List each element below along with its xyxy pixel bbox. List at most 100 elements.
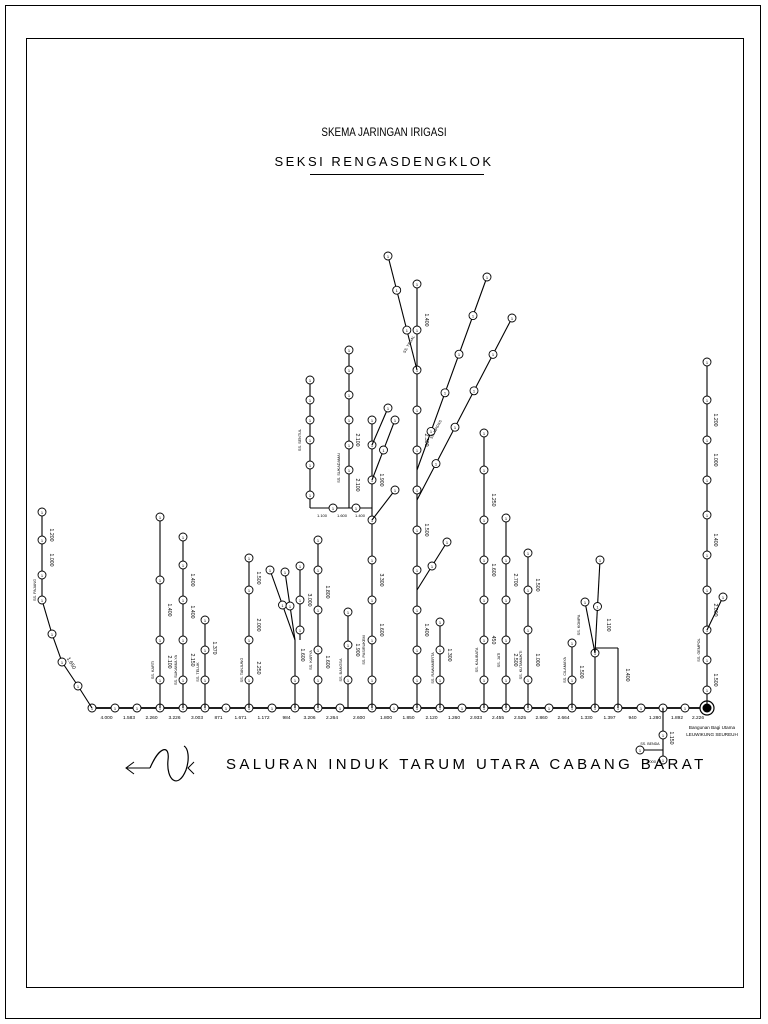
segment-length: 2.455 [492, 715, 504, 721]
branch-node [468, 311, 478, 321]
branch-node [567, 675, 577, 685]
branch-name: SS. SUKADAMAI [337, 453, 341, 483]
node-number: 1 [348, 468, 351, 473]
branch-node [412, 645, 422, 655]
node-number: 1 [204, 648, 207, 653]
node-number: 1 [394, 488, 397, 493]
branch-end-node [567, 638, 577, 648]
node-number: 1 [706, 688, 709, 693]
node-number: 1 [483, 678, 486, 683]
node-number: 1 [684, 706, 687, 711]
node-number: 1 [483, 518, 486, 523]
node-number: 1 [309, 398, 312, 403]
branch-node [426, 426, 436, 436]
branch-node [392, 285, 402, 295]
branch-node [402, 325, 412, 335]
node-number: 1 [596, 604, 599, 609]
node-number: 1 [339, 706, 342, 711]
branch-node [367, 635, 377, 645]
node-number: 1 [394, 418, 397, 423]
branch-node [344, 345, 354, 355]
node-number: 1 [454, 425, 457, 430]
node-number: 1 [317, 568, 320, 573]
segment-length: 2.226 [692, 715, 704, 721]
node-number: 1 [662, 733, 665, 738]
node-number: 1 [431, 564, 434, 569]
branch-end-node [313, 535, 323, 545]
branch-length: 450 [490, 636, 496, 645]
branch-node [290, 675, 300, 685]
branch-length: 2.500 [512, 654, 518, 667]
node-number: 1 [371, 443, 374, 448]
branch-length: 1.600 [378, 624, 384, 637]
node-number: 1 [182, 563, 185, 568]
node-number: 1 [706, 478, 709, 483]
node-number: 1 [483, 431, 486, 436]
branch-node [344, 390, 354, 400]
node-number: 1 [317, 538, 320, 543]
node-number: 1 [706, 553, 709, 558]
branch-node [412, 445, 422, 455]
branch-node [501, 555, 511, 565]
branch-length: 1.600 [324, 656, 330, 669]
branch-end-node [479, 428, 489, 438]
branch-node [313, 605, 323, 615]
node-number: 1 [599, 558, 602, 563]
branch-canal [371, 407, 389, 446]
branch-node [702, 585, 712, 595]
node-number: 1 [159, 678, 162, 683]
node-number: 1 [51, 632, 54, 637]
branch-node [244, 675, 254, 685]
branch-node [479, 595, 489, 605]
branch-node [305, 460, 315, 470]
branch-length: 1.900 [378, 474, 384, 487]
branch-length: 1.000 [48, 554, 54, 567]
branch-length: 2.100 [166, 656, 172, 669]
subtitle-underline [310, 174, 484, 175]
branch-node [47, 629, 57, 639]
branch-length: 2.150 [189, 654, 195, 667]
branch-node [440, 388, 450, 398]
branch-node [367, 555, 377, 565]
node-number: 1 [444, 391, 447, 396]
branch-node [379, 445, 388, 455]
segment-length: 2.933 [470, 715, 482, 721]
main-canal-node [636, 703, 646, 713]
branch-node [200, 645, 210, 655]
branch-node [37, 507, 47, 517]
branch-length: 1.300 [446, 649, 452, 662]
branch-node [412, 605, 422, 615]
branch-name: SS. BANGSA [339, 658, 343, 681]
branch-node [343, 675, 353, 685]
branch-node [305, 435, 315, 445]
node-number: 1 [416, 368, 419, 373]
node-number: 1 [182, 535, 185, 540]
branch-node [351, 503, 361, 513]
node-number: 1 [584, 600, 587, 605]
branch-name: SS. CILAMAYA [563, 657, 567, 683]
node-number: 1 [527, 588, 530, 593]
node-number: 1 [309, 438, 312, 443]
branch-length: 1.500 [534, 579, 540, 592]
branch-node [367, 415, 377, 425]
branch-node [285, 601, 295, 611]
node-number: 1 [182, 598, 185, 603]
branch-canal [416, 317, 513, 501]
branch-length: 1.400 [423, 314, 429, 327]
arrow-left-icon [125, 761, 135, 775]
main-canal-node [680, 703, 690, 713]
branch-length: 1.150 [668, 732, 674, 745]
node-number: 1 [371, 418, 374, 423]
branch-node [431, 459, 441, 469]
node-number: 1 [439, 620, 442, 625]
node-number: 1 [416, 648, 419, 653]
branch-name: SS. PAJANG [33, 579, 37, 601]
segment-length: 984 [282, 715, 290, 721]
segment-length: 940 [628, 715, 636, 721]
node-number: 1 [182, 706, 185, 711]
branch-length: 1.400 [166, 604, 172, 617]
branch-name: SS. KUTAMUKTI [519, 651, 523, 680]
node-number: 1 [483, 598, 486, 603]
segment-length: 4.000 [100, 715, 112, 721]
branch-name: SS. TELUK [196, 662, 200, 682]
